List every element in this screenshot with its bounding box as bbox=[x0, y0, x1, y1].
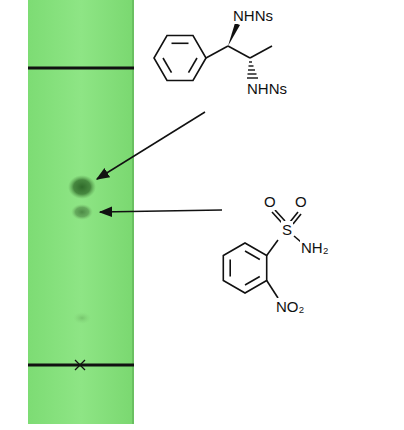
atom-label: NHNs bbox=[232, 7, 274, 24]
tlc-spot bbox=[73, 312, 91, 324]
tlc-spot bbox=[71, 204, 93, 220]
hashed-bond bbox=[247, 62, 258, 78]
atom-label: O bbox=[263, 193, 277, 210]
atom-label: NH₂ bbox=[300, 239, 330, 256]
origin-mark bbox=[75, 360, 85, 370]
leader-arrow bbox=[100, 210, 222, 212]
atom-label: NHNs bbox=[246, 80, 288, 97]
solvent-front bbox=[28, 67, 134, 70]
tlc-spot bbox=[68, 175, 96, 199]
leader-arrow bbox=[97, 112, 205, 179]
atom-label: NO₂ bbox=[275, 298, 305, 315]
atom-label: O bbox=[294, 193, 308, 210]
wedge-bond bbox=[228, 23, 240, 46]
diamine-structure bbox=[154, 36, 272, 81]
sulfonamide-structure bbox=[223, 210, 301, 298]
atom-label: S bbox=[281, 221, 293, 238]
